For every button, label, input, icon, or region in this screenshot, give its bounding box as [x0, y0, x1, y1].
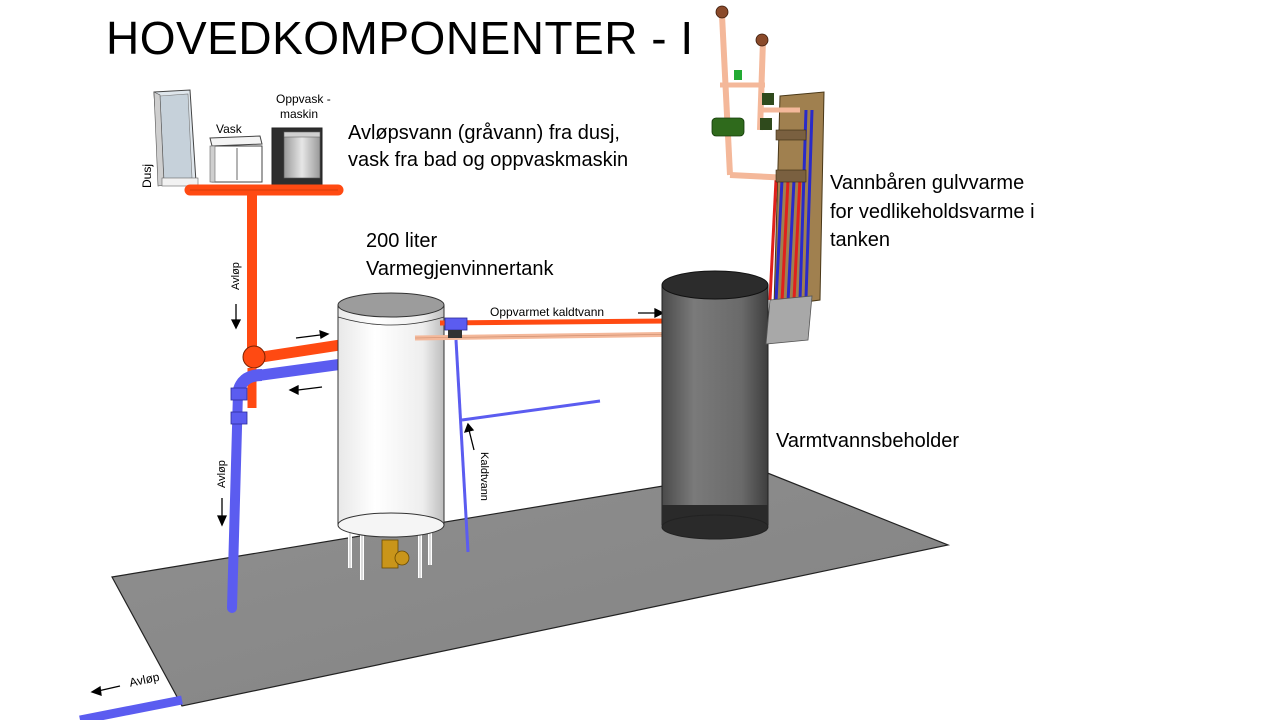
greywater-label-line2: vask fra bad og oppvaskmaskin [348, 149, 629, 171]
drain-outlet-pipe [79, 695, 183, 720]
preheated-cold-water-label: Oppvarmet kaldtvann [490, 305, 605, 319]
dishwasher-label-line1: Oppvask - [276, 92, 331, 106]
greywater-label-line1: Avløpsvann (gråvann) fra dusj, [348, 122, 620, 144]
dishwasher-fixture [271, 127, 323, 187]
recovery-tank-label-line2: Varmegjenvinnertank [366, 258, 554, 280]
shower-fixture [153, 89, 199, 187]
hot-water-tank [661, 270, 769, 540]
floor-heating-label-line1: Vannbåren gulvvarme [830, 172, 1025, 194]
sink-label: Vask [216, 122, 242, 136]
floor-heating-label-line3: tanken [830, 229, 891, 251]
cold-water-label: Kaldtvann [478, 452, 490, 501]
slide-title: HOVEDKOMPONENTER - I [106, 12, 694, 64]
recovery-tank-label-line1: 200 liter [366, 230, 438, 252]
floor-heating-label-line2: for vedlikeholdsvarme i [830, 201, 1035, 223]
drain-pipes [227, 357, 356, 613]
greywater-pipes [184, 184, 346, 408]
drain-label-lower: Avløp [216, 460, 228, 488]
hot-water-tank-label: Varmtvannsbeholder [776, 430, 960, 452]
sink-fixture [209, 135, 263, 183]
flow-arrows [90, 304, 665, 696]
recovery-tank [337, 292, 445, 580]
shower-label: Dusj [140, 163, 154, 188]
floor-heating-manifold [711, 5, 825, 345]
dishwasher-label-line2: maskin [280, 107, 319, 121]
drain-label-upper: Avløp [230, 262, 242, 290]
